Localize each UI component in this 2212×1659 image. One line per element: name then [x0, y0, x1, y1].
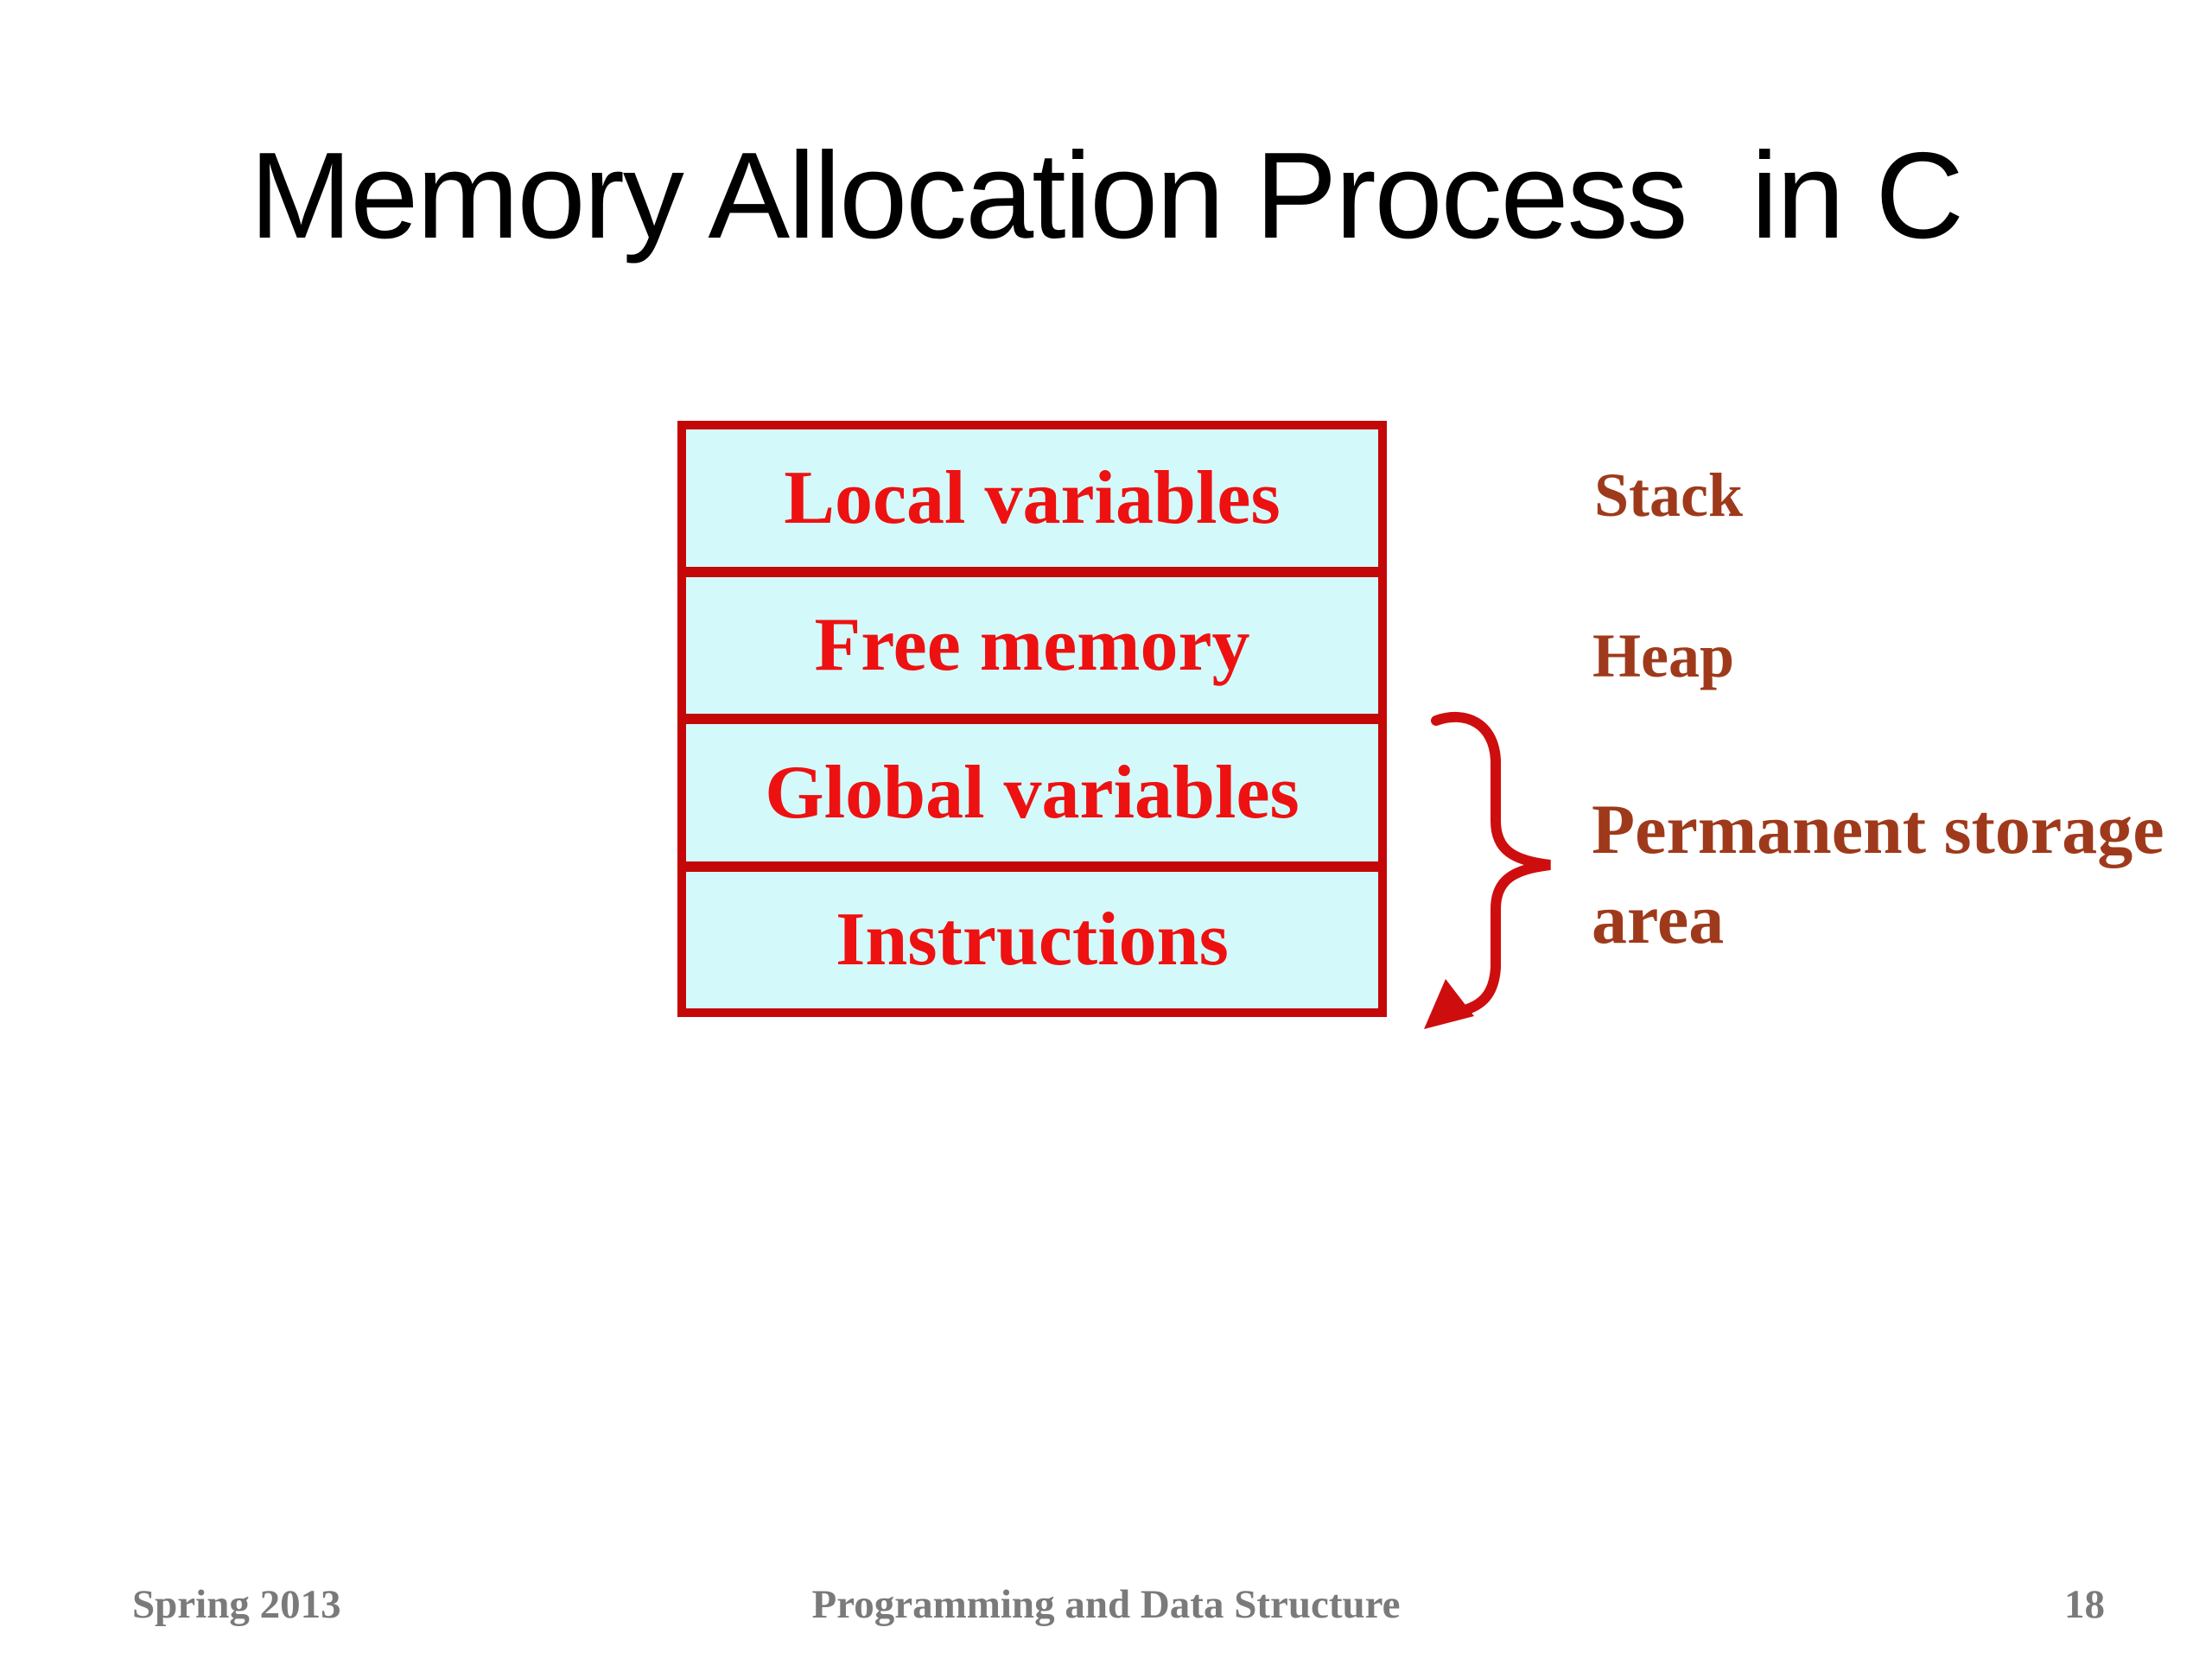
memory-row-label: Instructions: [836, 898, 1229, 982]
memory-row-local-variables: Local variables: [686, 429, 1378, 567]
footer-course-title: Programming and Data Structure: [811, 1582, 1401, 1627]
heap-label: Heap: [1592, 621, 1735, 690]
memory-layout-box: Local variables Free memory Global varia…: [677, 421, 1387, 1017]
memory-row-global-variables: Global variables: [686, 714, 1378, 861]
permanent-storage-label: Permanent storage area: [1592, 790, 2164, 959]
memory-row-free-memory: Free memory: [686, 566, 1378, 715]
footer-semester: Spring 2013: [132, 1582, 341, 1627]
memory-row-label: Free memory: [814, 603, 1250, 688]
memory-row-instructions: Instructions: [686, 861, 1378, 1009]
memory-row-label: Global variables: [765, 750, 1300, 835]
footer-page-number: 18: [2064, 1582, 2105, 1627]
curly-brace-arrow-icon: [1424, 712, 1551, 1029]
memory-row-label: Local variables: [784, 455, 1281, 540]
slide-title: Memory Allocation Process in C: [250, 127, 1964, 264]
stack-label: Stack: [1594, 461, 1744, 530]
